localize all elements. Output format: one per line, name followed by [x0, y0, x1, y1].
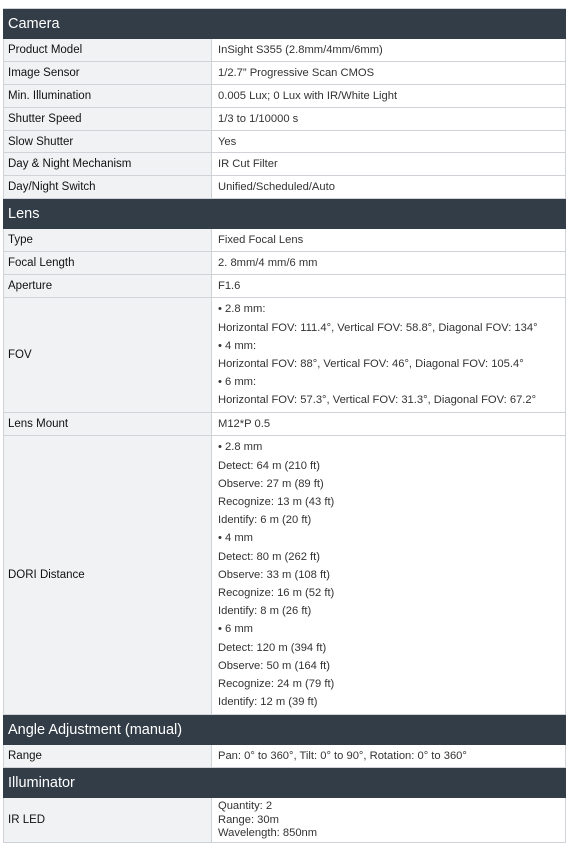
- spec-label: Image Sensor: [4, 61, 212, 84]
- spec-value-line: Recognize: 13 m (43 ft): [218, 496, 335, 509]
- spec-value: Yes: [212, 131, 565, 153]
- spec-value: 1/2.7” Progressive Scan CMOS: [212, 62, 565, 84]
- spec-value-line: Observe: 27 m (89 ft): [218, 477, 324, 490]
- spec-value: InSight S355 (2.8mm/4mm/6mm): [212, 39, 565, 61]
- section-header: Angle Adjustment (manual): [3, 714, 566, 745]
- spec-value-line: InSight S355 (2.8mm/4mm/6mm): [218, 43, 383, 56]
- spec-value-line: Pan: 0° to 360°, Tilt: 0° to 90°, Rotati…: [218, 749, 467, 762]
- spec-value-line: • 2.8 mm:: [218, 303, 266, 316]
- table-row: Product Model InSight S355 (2.8mm/4mm/6mm…: [3, 39, 566, 62]
- spec-value-line: Horizontal FOV: 88°, Vertical FOV: 46°, …: [218, 358, 524, 370]
- table-row: Type Fixed Focal Lens: [3, 229, 566, 253]
- spec-label: Lens Mount: [4, 413, 212, 435]
- spec-value-line: Identify: 8 m (26 ft): [218, 605, 312, 618]
- spec-value: Pan: 0° to 360°, Tilt: 0° to 90°, Rotati…: [212, 745, 565, 767]
- table-row: Range Pan: 0° to 360°, Tilt: 0° to 90°, R…: [3, 744, 566, 768]
- table-row: Slow Shutter Yes: [3, 130, 566, 154]
- spec-value-line: Observe: 33 m (108 ft): [218, 568, 330, 581]
- spec-value-line: Recognize: 24 m (79 ft): [218, 678, 335, 691]
- table-row: Image Sensor 1/2.7” Progressive Scan CMOS: [3, 61, 566, 85]
- table-row: Min. Illumination 0.005 Lux; 0 Lux with I…: [3, 84, 566, 108]
- spec-label: Day/Night Switch: [4, 176, 212, 199]
- spec-value: M12*P 0.5: [212, 413, 565, 435]
- table-row: Focal Length 2. 8mm/4 mm/6 mm: [3, 252, 566, 276]
- spec-value-line: Unified/Scheduled/Auto: [218, 181, 335, 194]
- section-header: Lens: [3, 199, 566, 230]
- spec-value-line: • 4 mm:: [218, 339, 257, 352]
- spec-value-line: • 4 mm: [218, 532, 253, 545]
- spec-label: Range: [4, 744, 212, 767]
- spec-value-line: 1/3 to 1/10000 s: [218, 112, 299, 125]
- spec-value-line: Fixed Focal Lens: [218, 234, 304, 247]
- spec-value: 1/3 to 1/10000 s: [212, 108, 565, 130]
- spec-value-line: 1/2.7” Progressive Scan CMOS: [218, 66, 375, 79]
- spec-value: Unified/Scheduled/Auto: [212, 176, 565, 198]
- spec-value-line: Yes: [218, 135, 237, 148]
- spec-value-line: Quantity: 2: [218, 800, 273, 813]
- spec-value: F1.6: [212, 275, 565, 297]
- table-row: Lens Mount M12*P 0.5: [3, 413, 566, 436]
- table-row: DORI Distance • 2.8 mm Detect: 64 m (210 f…: [3, 435, 566, 715]
- spec-value-line: • 6 mm: [218, 623, 253, 636]
- spec-value-line: • 2.8 mm: [218, 441, 263, 454]
- spec-value-line: Detect: 64 m (210 ft): [218, 459, 320, 472]
- spec-value: Fixed Focal Lens: [212, 229, 565, 251]
- spec-label: Type: [4, 229, 212, 252]
- spec-label: DORI Distance: [4, 435, 212, 714]
- spec-value: 0.005 Lux; 0 Lux with IR/White Light: [212, 85, 565, 107]
- spec-value-line: Identify: 6 m (20 ft): [218, 514, 312, 527]
- spec-label: Shutter Speed: [4, 107, 212, 130]
- table-row: Day & Night Mechanism IR Cut Filter: [3, 153, 566, 177]
- spec-label: Aperture: [4, 275, 212, 297]
- table-row: Aperture F1.6: [3, 275, 566, 298]
- spec-value-line: Identify: 12 m (39 ft): [218, 696, 318, 709]
- spec-value-line: M12*P 0.5: [218, 418, 271, 431]
- spec-value-line: Recognize: 16 m (52 ft): [218, 587, 335, 600]
- spec-value: IR Cut Filter: [212, 153, 565, 175]
- spec-value: 2. 8mm/4 mm/6 mm: [212, 252, 565, 274]
- spec-value-line: Horizontal FOV: 57.3°, Vertical FOV: 31.…: [218, 394, 537, 407]
- spec-label: Focal Length: [4, 252, 212, 275]
- spec-label: Min. Illumination: [4, 84, 212, 107]
- section-header: Illuminator: [3, 767, 566, 798]
- spec-label: IR LED: [4, 797, 212, 843]
- section-header: Camera: [3, 9, 566, 39]
- spec-value-line: Observe: 50 m (164 ft): [218, 659, 330, 672]
- table-row: Day/Night Switch Unified/Scheduled/Auto: [3, 176, 566, 200]
- spec-value-line: Wavelength: 850nm: [218, 826, 318, 839]
- spec-value: • 2.8 mm Detect: 64 m (210 ft) Observe: 27…: [212, 436, 565, 714]
- spec-value-line: Detect: 80 m (262 ft): [218, 550, 320, 563]
- spec-value-line: Range: 30m: [218, 813, 279, 826]
- spec-value-line: Horizontal FOV: 111.4°, Vertical FOV: 58…: [218, 321, 538, 334]
- spec-label: FOV: [4, 297, 212, 413]
- spec-label: Day & Night Mechanism: [4, 153, 212, 176]
- spec-value: • 2.8 mm: Horizontal FOV: 111.4°, Vertica…: [212, 298, 565, 412]
- table-row: Shutter Speed 1/3 to 1/10000 s: [3, 107, 566, 131]
- spec-value-line: 0.005 Lux; 0 Lux with IR/White Light: [218, 89, 398, 102]
- spec-value-line: • 6 mm:: [218, 376, 257, 389]
- spec-value-line: Detect: 120 m (394 ft): [218, 641, 327, 654]
- table-row: FOV • 2.8 mm: Horizontal FOV: 111.4°, Vert…: [3, 297, 566, 414]
- spec-label: Product Model: [4, 39, 212, 61]
- spec-value-line: IR Cut Filter: [218, 158, 278, 171]
- spec-label: Slow Shutter: [4, 130, 212, 153]
- spec-value-line: F1.6: [218, 279, 241, 292]
- spec-value-line: 2. 8mm/4 mm/6 mm: [218, 257, 318, 270]
